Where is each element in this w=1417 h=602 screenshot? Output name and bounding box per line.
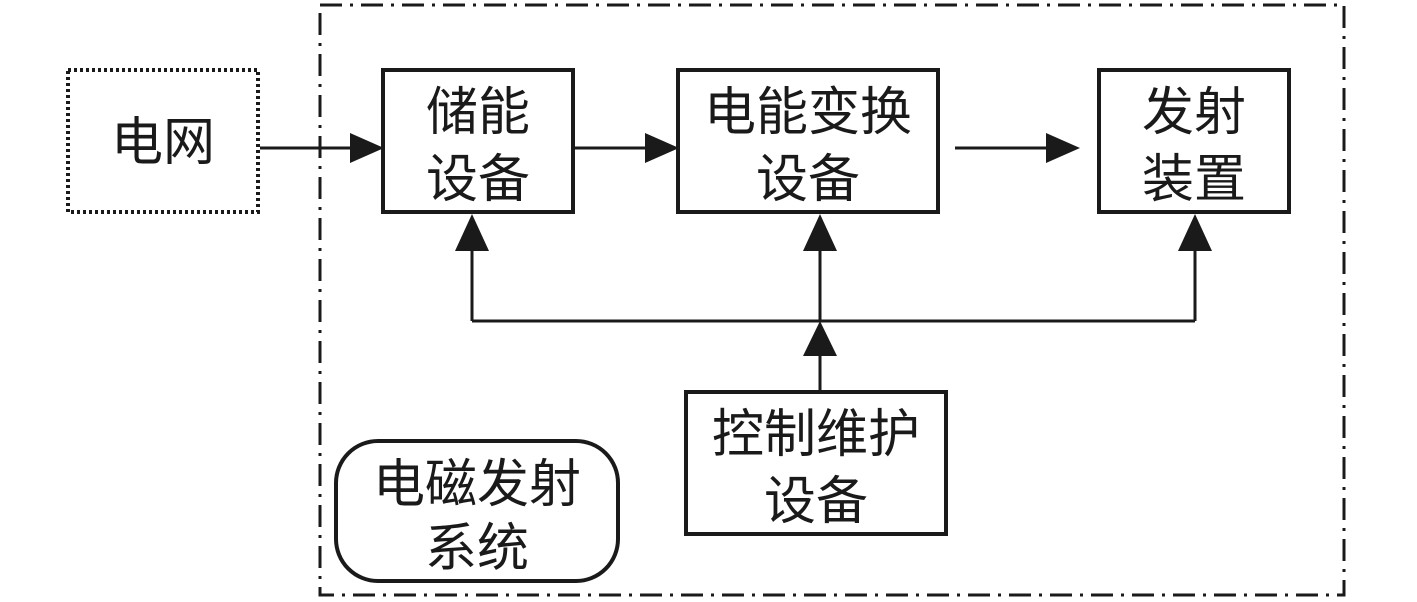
conversion-label-line1: 电能变换 [704, 83, 912, 143]
grid-box [66, 68, 260, 214]
arrowhead-storage-to-conversion [645, 133, 679, 163]
storage-box [381, 68, 575, 214]
storage-label-line2: 设备 [426, 150, 530, 210]
conversion-box [676, 68, 940, 214]
launcher-label-line1: 发射 [1142, 83, 1246, 143]
system-label-box [334, 439, 620, 583]
system-label-line2: 系统 [425, 519, 529, 579]
conversion-label-line2: 设备 [756, 150, 860, 210]
control-box [684, 390, 948, 536]
arrowhead-bus-to-storage [455, 214, 489, 251]
arrowhead-bus-to-launcher [1178, 214, 1212, 251]
storage-label-line1: 储能 [426, 83, 530, 143]
control-label-line1: 控制维护 [712, 405, 920, 465]
arrowhead-grid-to-storage [350, 133, 384, 163]
grid-label: 电网 [111, 113, 215, 173]
system-boundary [318, 3, 1346, 597]
arrowhead-conversion-to-launcher [1046, 133, 1080, 163]
system-label-line1: 电磁发射 [373, 455, 581, 515]
control-label-line2: 设备 [764, 472, 868, 532]
arrowhead-control-feed [803, 321, 837, 356]
launcher-label-line2: 装置 [1142, 150, 1246, 210]
arrowhead-bus-to-conversion [803, 214, 837, 251]
launcher-box [1097, 68, 1291, 214]
